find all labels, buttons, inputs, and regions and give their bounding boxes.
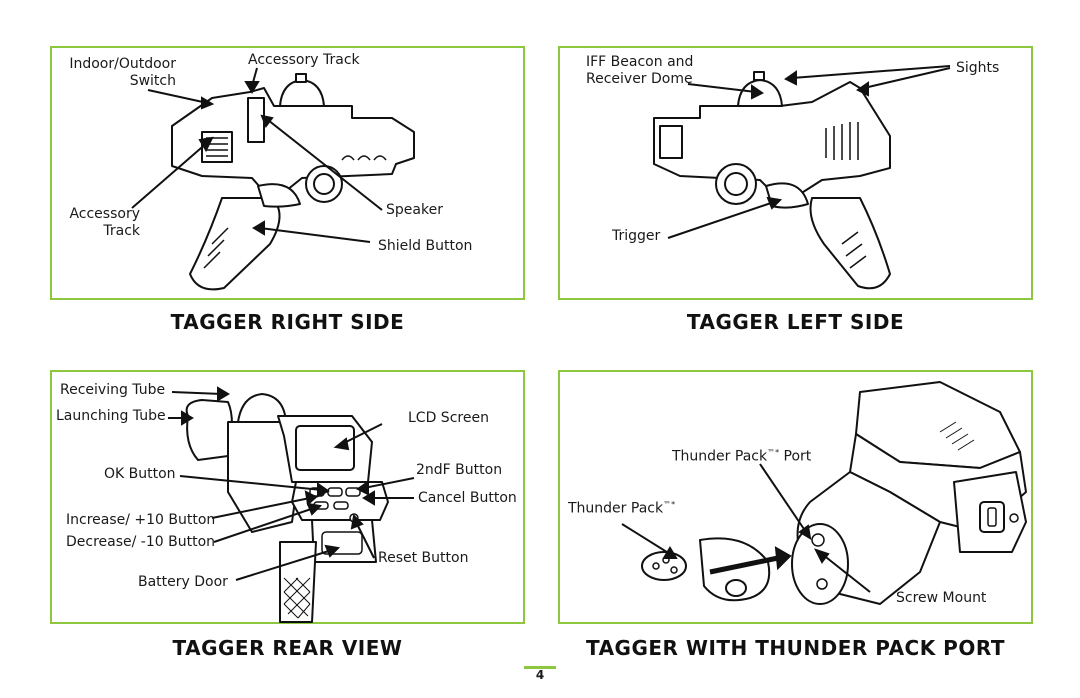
caption-tagger-thunder-pack-port: TAGGER WITH THUNDER PACK PORT <box>585 636 1005 660</box>
label-shield-button: Shield Button <box>378 238 473 254</box>
label-battery-door: Battery Door <box>138 574 228 590</box>
page-number: 4 <box>535 668 545 682</box>
label-receiving-tube: Receiving Tube <box>60 382 166 398</box>
panel-tagger-thunder-pack-port: Thunder Pack™* Port Thunder Pack™* Screw… <box>558 370 1033 624</box>
thunder-pack-port-suffix: Port <box>779 448 812 465</box>
panel-tagger-rear-view: Receiving Tube Launching Tube LCD Screen… <box>50 370 525 624</box>
label-lcd-screen: LCD Screen <box>408 410 489 426</box>
thunder-pack-port-mark: ™* <box>767 448 780 457</box>
label-accessory-track-top: Accessory Track <box>248 52 360 68</box>
thunder-pack-port-text: Thunder Pack <box>672 448 768 465</box>
label-cancel-button: Cancel Button <box>418 490 517 506</box>
page-number-bar <box>524 666 556 669</box>
label-2ndf-button: 2ndF Button <box>416 462 503 478</box>
label-increase-button: Increase/ +10 Button <box>66 512 216 528</box>
tagger-rear-view-illustration <box>168 386 415 623</box>
label-thunder-pack: Thunder Pack™* <box>568 496 675 518</box>
label-speaker: Speaker <box>386 202 443 218</box>
panel-tagger-left-side: IFF Beacon and Receiver Dome Sights Trig… <box>558 46 1033 300</box>
label-accessory-track-left: Accessory Track <box>69 206 140 239</box>
caption-tagger-right-side: TAGGER RIGHT SIDE <box>170 310 405 334</box>
label-launching-tube: Launching Tube <box>56 408 166 424</box>
label-screw-mount: Screw Mount <box>896 590 987 606</box>
label-reset-button: Reset Button <box>378 550 469 566</box>
label-indoor-outdoor-switch: Indoor/Outdoor Switch <box>69 56 176 89</box>
label-trigger: Trigger <box>612 228 661 244</box>
tagger-thunder-pack-illustration <box>621 381 1027 605</box>
thunder-pack-mark: ™* <box>663 500 676 509</box>
thunder-pack-text: Thunder Pack <box>568 500 664 517</box>
panel-tagger-right-side: Indoor/Outdoor Switch Accessory Track Ac… <box>50 46 525 300</box>
label-decrease-button: Decrease/ -10 Button <box>66 534 216 550</box>
label-thunder-pack-port: Thunder Pack™* Port <box>672 444 811 466</box>
label-sights: Sights <box>956 60 1000 76</box>
tagger-right-side-illustration <box>131 67 415 291</box>
label-iff-beacon-receiver-dome: IFF Beacon and Receiver Dome <box>586 54 694 87</box>
tagger-left-side-illustration <box>653 65 951 290</box>
label-ok-button: OK Button <box>104 466 176 482</box>
caption-tagger-left-side: TAGGER LEFT SIDE <box>686 310 905 334</box>
caption-tagger-rear-view: TAGGER REAR VIEW <box>172 636 403 660</box>
